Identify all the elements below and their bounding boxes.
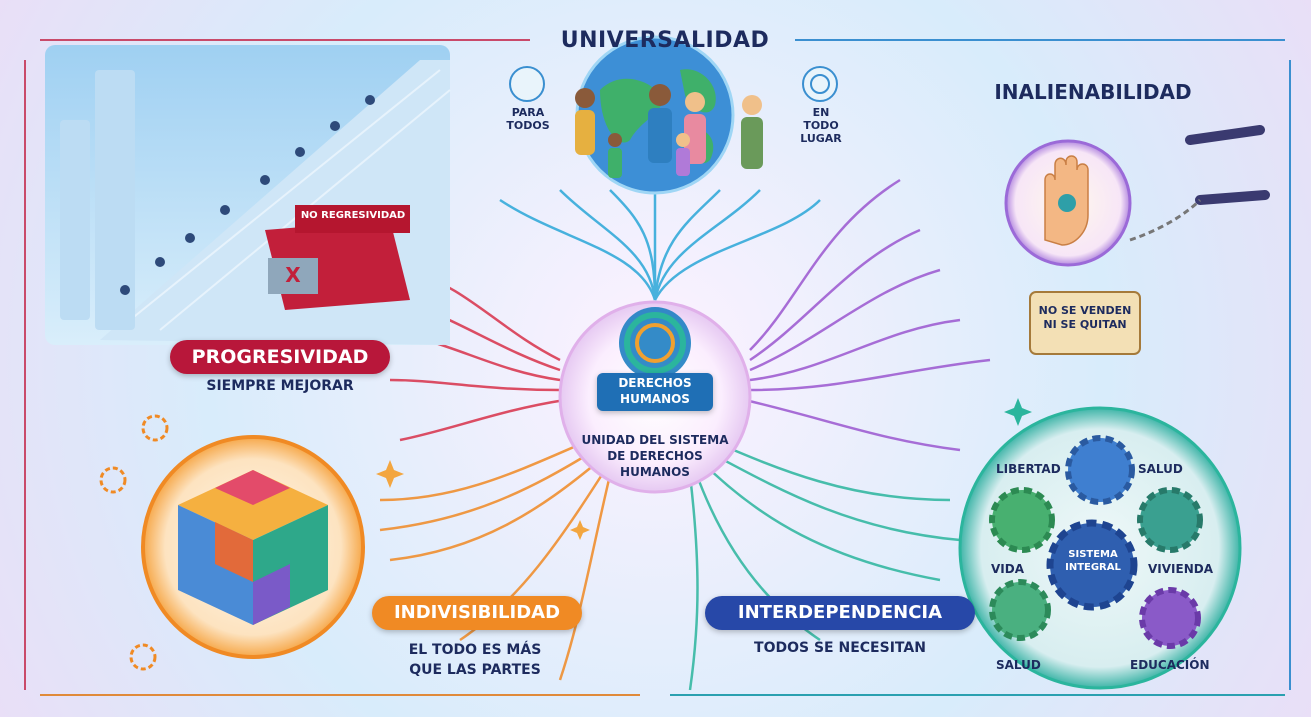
frame	[24, 39, 1291, 696]
universalidad-left-label: PARA TODOS	[506, 106, 550, 132]
center-caption: UNIDAD DEL SISTEMA DE DERECHOS HUMANOS	[581, 433, 729, 479]
gears-illustration	[958, 406, 1242, 690]
indivisibilidad-title: INDIVISIBILIDAD	[372, 596, 582, 630]
staircase-scene: X	[45, 45, 451, 345]
puzzle-cube-illustration	[141, 435, 365, 659]
indivisibilidad-subtitle: EL TODO ES MÁS QUE LAS PARTES	[408, 642, 542, 678]
inalienabilidad-scroll-text: NO SE VENDEN NI SE QUITAN	[1038, 304, 1132, 331]
gear-vida: VIDA	[991, 562, 1024, 576]
universalidad-right-label: EN TODO LUGAR	[800, 106, 842, 145]
hand-illustration	[1004, 125, 1270, 355]
svg-text:X: X	[285, 263, 301, 287]
interdependencia-title: INTERDEPENDENCIA	[705, 596, 975, 630]
gear-salud-top: SALUD	[1138, 462, 1183, 476]
progresividad-title: PROGRESIVIDAD	[170, 340, 390, 374]
strands-inalienabilidad	[744, 178, 991, 452]
interdependencia-subtitle: TODOS SE NECESITAN	[754, 640, 926, 656]
center-banner: DERECHOS HUMANOS	[597, 373, 713, 411]
strands-universalidad	[499, 189, 821, 301]
decorative-sparkles	[376, 398, 1032, 540]
decorative-gears	[99, 414, 169, 671]
gear-salud-bottom: SALUD	[996, 658, 1041, 672]
globe-illustration	[509, 35, 838, 195]
inalienabilidad-title: INALIENABILIDAD	[994, 80, 1192, 104]
gear-libertad: LIBERTAD	[996, 462, 1061, 476]
gear-sistema-integral: SISTEMA INTEGRAL	[1065, 549, 1121, 573]
gear-educacion: EDUCACIÓN	[1130, 658, 1210, 672]
progresividad-subtitle: SIEMPRE MEJORAR	[206, 378, 354, 394]
gear-vivienda: VIVIENDA	[1148, 562, 1213, 576]
universalidad-title: UNIVERSALIDAD	[560, 28, 770, 53]
no-regresividad-sign: NO REGRESIVIDAD	[300, 210, 406, 221]
strands-indivisibilidad	[379, 438, 612, 681]
